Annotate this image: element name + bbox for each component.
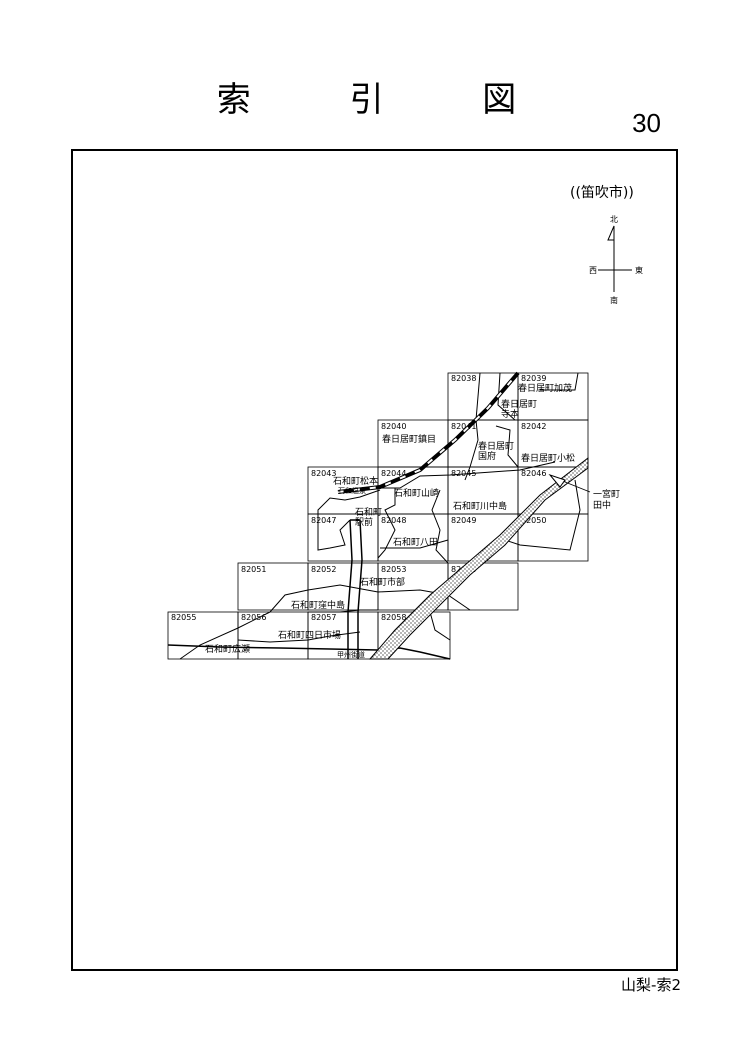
place-label: 石和温泉 bbox=[338, 486, 366, 495]
cell-label: 82057 bbox=[311, 613, 336, 622]
cell-label: 82043 bbox=[311, 469, 336, 478]
cell-label: 82048 bbox=[381, 516, 406, 525]
cell-label: 82046 bbox=[521, 469, 546, 478]
cell-label: 82038 bbox=[451, 374, 476, 383]
place-label: 春日居町小松 bbox=[521, 452, 575, 464]
cell-label: 82041 bbox=[451, 422, 476, 431]
river bbox=[368, 456, 589, 660]
compass-south: 南 bbox=[610, 295, 618, 305]
place-label: 石和町八田 bbox=[393, 537, 438, 548]
cell-label: 82049 bbox=[451, 516, 476, 525]
place-label: 石和町市部 bbox=[360, 576, 405, 588]
place-label: 寺本 bbox=[501, 408, 519, 420]
cell-label: 82042 bbox=[521, 422, 546, 431]
compass-east: 東 bbox=[635, 265, 643, 275]
cell-label: 82040 bbox=[381, 422, 406, 431]
place-label: 石和町 bbox=[355, 507, 382, 518]
place-label: 田中 bbox=[593, 499, 611, 511]
place-label: 国府 bbox=[478, 450, 496, 462]
cell-label: 82044 bbox=[381, 469, 406, 478]
place-label: 春日居町加茂 bbox=[518, 382, 572, 394]
place-label: 一宮町 bbox=[593, 488, 620, 500]
cell-label: 82058 bbox=[381, 613, 406, 622]
cell-label: 82056 bbox=[241, 613, 266, 622]
place-label: 石和町広瀬 bbox=[205, 643, 250, 655]
city-label: ((笛吹市)) bbox=[570, 184, 634, 201]
cell-label: 82055 bbox=[171, 613, 196, 622]
place-label: 春日居町 bbox=[501, 398, 537, 410]
place-label: 春日居町 bbox=[478, 440, 514, 452]
grid bbox=[167, 372, 589, 660]
compass-north: 北 bbox=[610, 215, 618, 224]
page-number: 30 bbox=[632, 108, 661, 138]
cell-label: 82039 bbox=[521, 374, 546, 383]
grid-cell-82050 bbox=[517, 513, 589, 562]
cell-label: 82051 bbox=[241, 565, 266, 574]
compass-icon bbox=[598, 225, 632, 292]
cell-label: 82047 bbox=[311, 516, 336, 525]
cell-label: 82050 bbox=[521, 516, 546, 525]
place-label: 石和町四日市場 bbox=[278, 629, 341, 641]
place-label: 石和町松本 bbox=[333, 475, 378, 487]
place-label: 石和町山崎 bbox=[394, 487, 439, 499]
roads bbox=[167, 519, 451, 660]
place-label: 駅前 bbox=[355, 516, 373, 528]
place-label: 石和町窪中島 bbox=[291, 599, 345, 611]
place-label: 春日居町鎮目 bbox=[382, 433, 436, 445]
cell-label: 82052 bbox=[311, 565, 336, 574]
cell-label: 82045 bbox=[451, 469, 476, 478]
map-frame bbox=[71, 149, 678, 971]
page-title: 索 引 図 bbox=[216, 80, 561, 120]
boundaries bbox=[179, 372, 581, 660]
place-label: 石和町川中島 bbox=[453, 500, 507, 512]
footer-label: 山梨-索2 bbox=[621, 976, 681, 994]
railway-line bbox=[337, 371, 520, 494]
compass-west: 西 bbox=[589, 266, 597, 275]
cell-label: 82053 bbox=[381, 565, 406, 574]
place-label: 甲州街道 bbox=[337, 650, 365, 659]
